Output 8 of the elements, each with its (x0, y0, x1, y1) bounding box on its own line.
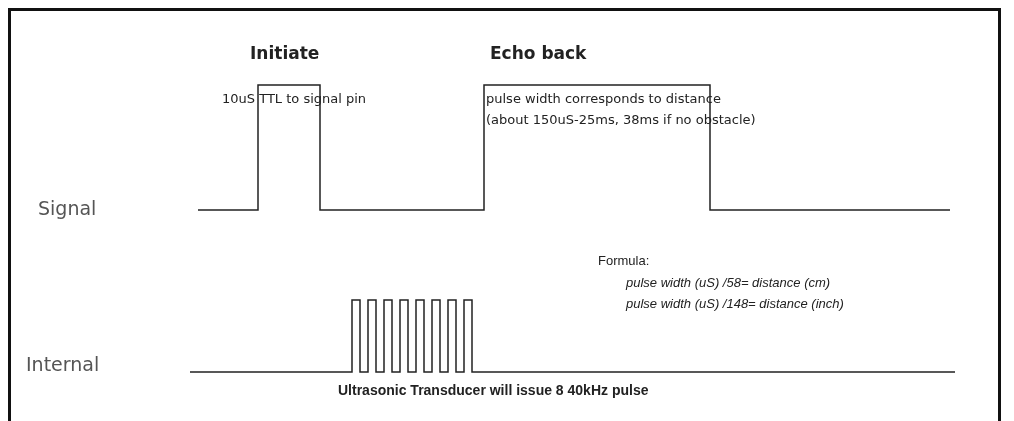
signal-name: Signal (38, 198, 97, 220)
pulse-title: Echo back (490, 44, 587, 64)
pulse-title: Initiate (250, 44, 320, 64)
formula-heading: Formula: (598, 254, 650, 269)
formula-text: pulse width (uS) /58= distance (cm) (626, 276, 831, 291)
signal-name: Internal (26, 354, 100, 376)
formula-text: pulse width (uS) /148= distance (inch) (626, 297, 844, 312)
pulse-note: Ultrasonic Transducer will issue 8 40kHz pulse (338, 382, 649, 399)
